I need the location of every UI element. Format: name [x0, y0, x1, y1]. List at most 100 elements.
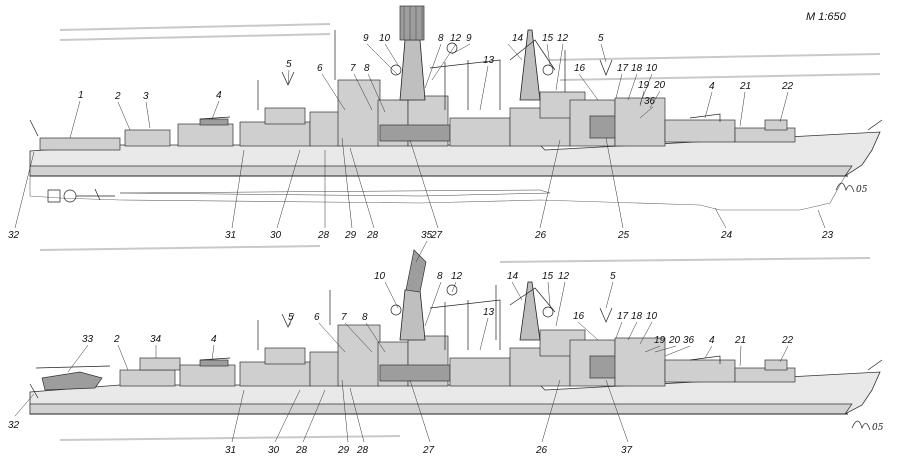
- callout-top-27: 27: [430, 230, 443, 241]
- top-hull-boottop: [29, 165, 853, 177]
- top-radar-array: [399, 5, 425, 41]
- callout-top-30: 30: [270, 230, 282, 241]
- callout-bot-19: 19: [654, 335, 666, 346]
- callout-top-12b: 12: [557, 33, 569, 44]
- callout-bot-5a: 5: [610, 271, 616, 282]
- callout-top-32: 32: [8, 230, 20, 241]
- callout-bot-28a: 28: [295, 445, 308, 456]
- bottom-hull-boottop: [29, 403, 853, 415]
- callout-top-26: 26: [534, 230, 547, 241]
- callout-bot-10b: 10: [646, 311, 658, 322]
- callout-bot-2: 2: [113, 334, 120, 345]
- top-underwater-hull: [29, 175, 846, 211]
- callout-top-1: 1: [78, 90, 84, 101]
- callout-top-31: 31: [225, 230, 236, 241]
- callout-top-3: 3: [143, 91, 149, 102]
- bottom-signature-text: 05: [872, 423, 884, 433]
- callout-top-6: 6: [317, 63, 323, 74]
- top-superstructure: [39, 79, 796, 151]
- callout-bot-12b: 12: [558, 271, 570, 282]
- callout-bot-17: 17: [617, 311, 629, 322]
- callout-top-2: 2: [114, 91, 121, 102]
- callout-top-29: 29: [344, 230, 357, 241]
- callout-top-9a: 9: [363, 33, 369, 44]
- bottom-weapons: [29, 355, 883, 399]
- top-propeller: [47, 188, 115, 203]
- callout-top-23: 23: [821, 230, 834, 241]
- callout-bot-8a: 8: [437, 271, 443, 282]
- bottom-masts: [257, 249, 613, 350]
- bottom-superstructure: [119, 324, 796, 387]
- top-signature: 05: [835, 182, 868, 195]
- leader-lines: [14, 43, 826, 443]
- callout-bot-26: 26: [535, 445, 548, 456]
- callout-bot-32: 32: [8, 420, 20, 431]
- top-weapons: [29, 113, 883, 137]
- callout-bot-4a: 4: [211, 334, 217, 345]
- bottom-helicopter: [35, 365, 111, 391]
- callout-top-8a: 8: [364, 63, 370, 74]
- callout-top-18: 18: [631, 63, 643, 74]
- callout-bot-27: 27: [422, 445, 435, 456]
- callout-bot-20: 20: [668, 335, 681, 346]
- callout-top-4b: 4: [709, 81, 715, 92]
- callout-top-13: 13: [483, 55, 495, 66]
- callout-top-19: 19: [638, 80, 650, 91]
- callout-top-28b: 28: [366, 230, 379, 241]
- callout-top-21: 21: [739, 81, 751, 92]
- callout-top-16: 16: [574, 63, 586, 74]
- callout-bot-37: 37: [621, 445, 633, 456]
- callout-top-17: 17: [617, 63, 629, 74]
- top-masts: [257, 5, 613, 110]
- callout-top-24: 24: [720, 230, 733, 241]
- callout-bot-31: 31: [225, 445, 236, 456]
- callout-top-10b: 10: [646, 63, 658, 74]
- callout-bot-10a: 10: [374, 271, 386, 282]
- callout-bot-16: 16: [573, 311, 585, 322]
- bottom-signature: 05: [851, 420, 884, 433]
- callout-top-10a: 10: [379, 33, 391, 44]
- callout-top-4: 4: [216, 90, 222, 101]
- callout-top-14: 14: [512, 33, 524, 44]
- callout-bot-7: 7: [341, 312, 347, 323]
- callout-bot-15: 15: [542, 271, 554, 282]
- callout-bot-35: 35: [421, 230, 433, 241]
- callout-top-8b: 8: [438, 33, 444, 44]
- callout-top-9b: 9: [466, 33, 472, 44]
- scale-label: M 1:650: [806, 11, 847, 23]
- callout-bot-34: 34: [150, 334, 162, 345]
- callout-top-12a: 12: [450, 33, 462, 44]
- callout-bot-30: 30: [268, 445, 280, 456]
- callout-top-5b: 5: [598, 33, 604, 44]
- callout-bot-4b: 4: [709, 335, 715, 346]
- callout-top-22: 22: [781, 81, 794, 92]
- callout-bot-28b: 28: [356, 445, 369, 456]
- callout-bot-12a: 12: [451, 271, 463, 282]
- callout-top-20: 20: [653, 80, 666, 91]
- bottom-ship-profile: [29, 249, 883, 415]
- top-callouts: 1 2 3 4 5 6 7 8 9 10 8 12 9 14 15 12 5 1…: [8, 33, 834, 241]
- callout-bot-21: 21: [734, 335, 746, 346]
- callout-top-7: 7: [350, 63, 356, 74]
- callout-bot-33: 33: [82, 334, 94, 345]
- callout-bot-14: 14: [507, 271, 519, 282]
- callout-top-5: 5: [286, 59, 292, 70]
- bottom-radar-array: [405, 249, 427, 293]
- callout-bot-8b: 8: [362, 312, 368, 323]
- top-signature-text: 05: [856, 185, 868, 195]
- top-ship-profile: [29, 5, 883, 211]
- callout-bot-5b: 5: [288, 312, 294, 323]
- callout-bot-13: 13: [483, 307, 495, 318]
- bottom-callouts: 35 10 8 12 14 15 12 5 33 2 34 4 5 6 7 8 …: [8, 230, 794, 456]
- callout-bot-18: 18: [631, 311, 643, 322]
- callout-top-36: 36: [644, 96, 656, 107]
- callout-bot-36: 36: [683, 335, 695, 346]
- callout-bot-29: 29: [337, 445, 350, 456]
- callout-bot-22: 22: [781, 335, 794, 346]
- callout-top-15: 15: [542, 33, 554, 44]
- callout-top-28a: 28: [317, 230, 330, 241]
- callout-bot-6: 6: [314, 312, 320, 323]
- callout-top-25: 25: [617, 230, 630, 241]
